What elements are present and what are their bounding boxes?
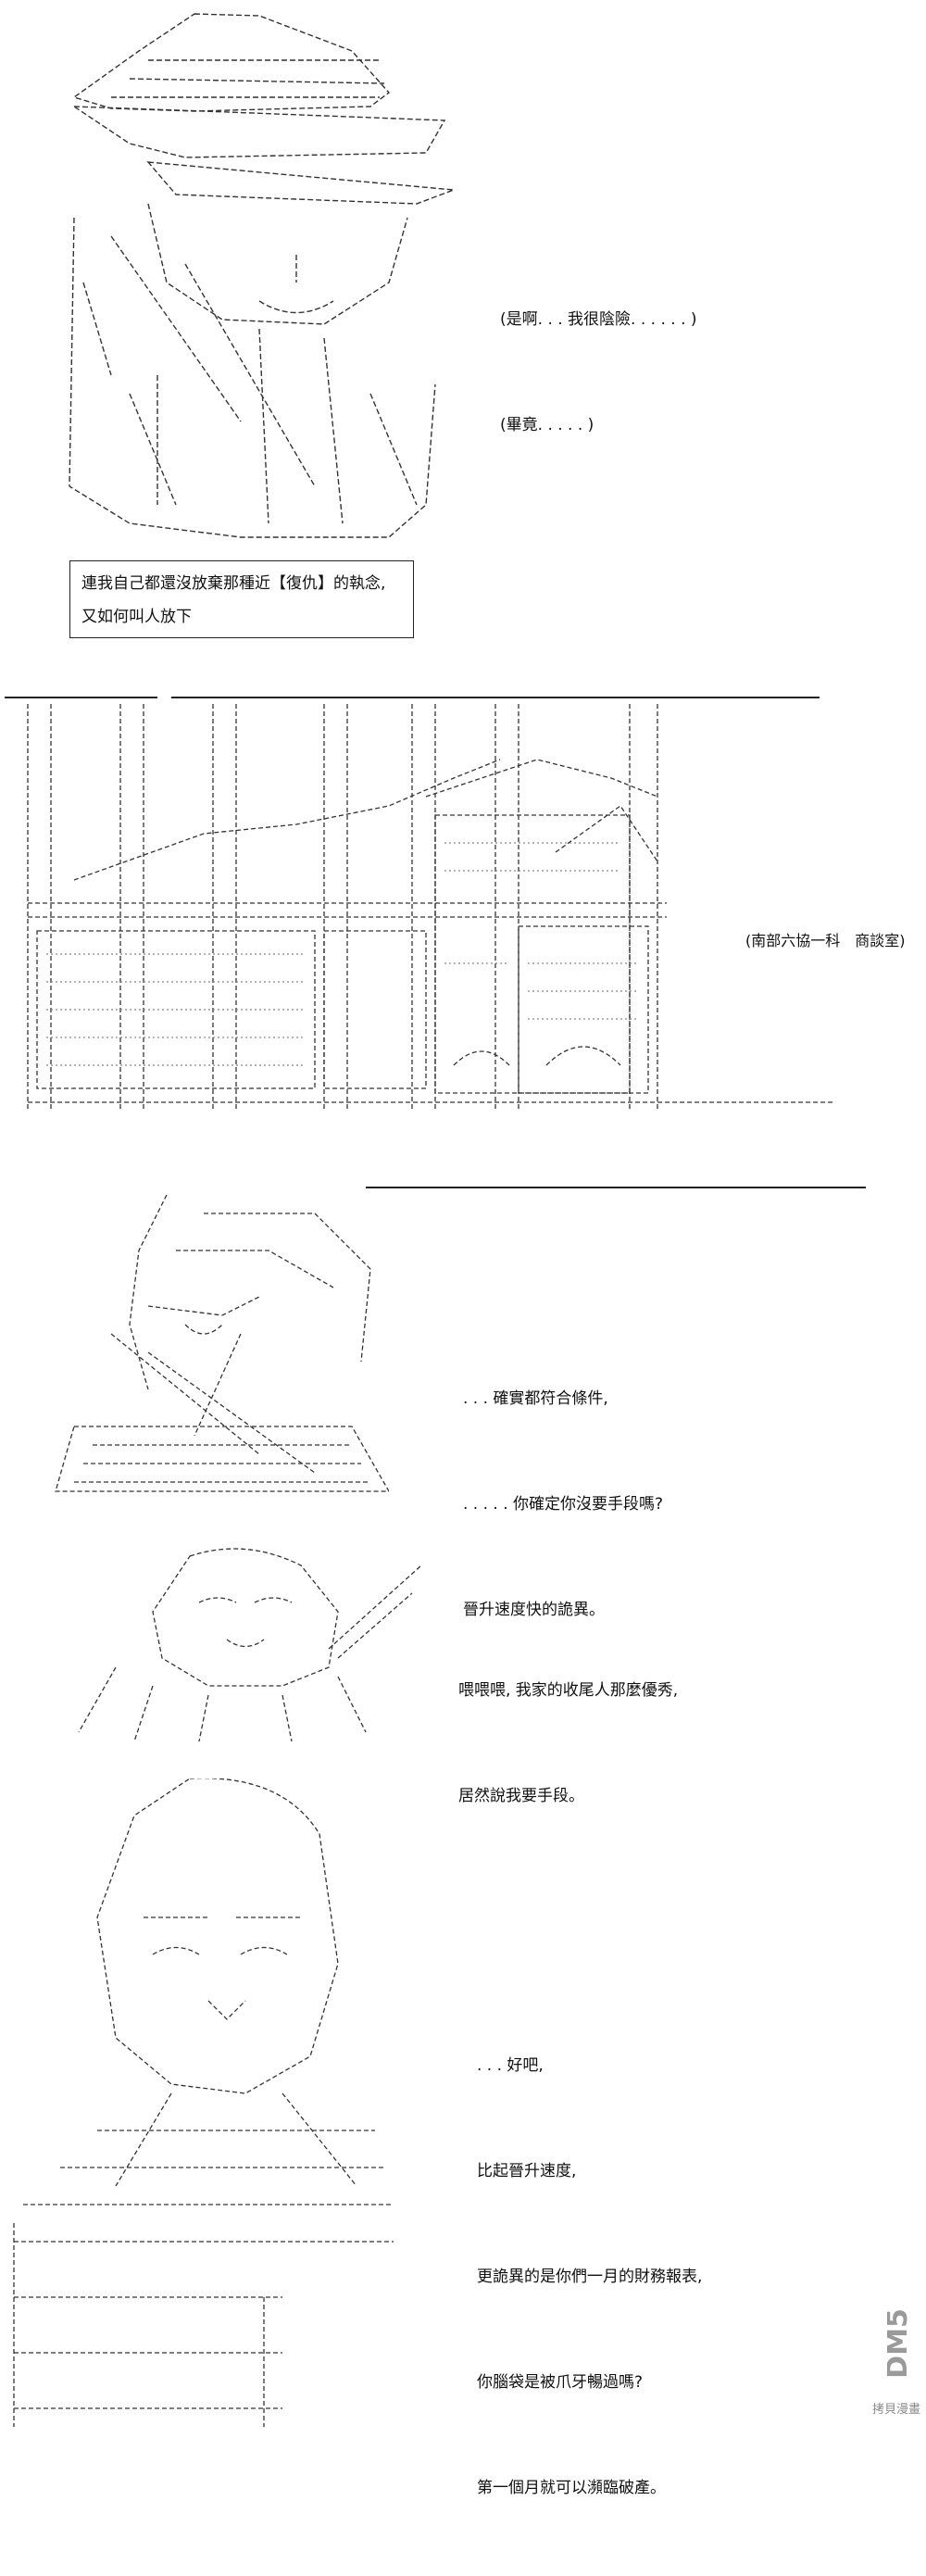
panel-top-rule-left	[5, 697, 157, 698]
thought-dialog: (是啊. . . 我很陰險. . . . . . ) (畢竟. . . . . …	[500, 232, 697, 513]
speech-dialog: . . . 確實都符合條件, . . . . . 你確定你沒要手段嗎? 晉升速度…	[463, 1311, 663, 1698]
speech-dialog: 喂喂喂, 我家的收尾人那麼優秀, 居然說我要手段。	[458, 1602, 678, 1884]
character-small-art	[60, 1538, 431, 1751]
location-caption: (南部六協一科 商談室)	[745, 932, 906, 949]
dialog-line: (畢竟. . . . . )	[500, 416, 594, 434]
dialog-line: 比起晉升速度,	[477, 2162, 577, 2180]
dialog-line: . . . . . 你確定你沒要手段嗎?	[463, 1495, 664, 1514]
dialog-line: 晉升速度快的詭異。	[463, 1601, 605, 1619]
dialog-line: 更詭異的是你們一月的財務報表,	[477, 2268, 703, 2286]
panel-1: (是啊. . . 我很陰險. . . . . . ) (畢竟. . . . . …	[0, 0, 926, 648]
panel-3: . . . 確實都符合條件, . . . . . 你確定你沒要手段嗎? 晉升速度…	[0, 1195, 926, 1619]
dialog-line: 喂喂喂, 我家的收尾人那麼優秀,	[458, 1681, 679, 1700]
character-glasses-art	[5, 1778, 412, 2427]
dialog-line: 你腦袋是被爪牙暢過嗎?	[477, 2373, 644, 2392]
narration-line: 連我自己都還沒放棄那種近【復仇】的執念,	[81, 574, 386, 593]
narration-box: 連我自己都還沒放棄那種近【復仇】的執念, 又如何叫人放下	[69, 560, 414, 638]
dialog-line: . . . 好吧,	[477, 2056, 544, 2075]
character-seated-art	[37, 1195, 389, 1501]
dialog-line: 第一個月就可以瀕臨破產。	[477, 2479, 666, 2497]
narration-line: 又如何叫人放下	[81, 608, 192, 626]
panel-2: (南部六協一科 商談室)	[0, 685, 926, 1195]
panel-5: . . . 好吧, 比起晉升速度, 更詭異的是你們一月的財務報表, 你腦袋是被爪…	[0, 1769, 926, 2497]
character-cap-art	[19, 5, 463, 547]
dialog-line: (是啊. . . 我很陰險. . . . . . )	[500, 310, 697, 329]
svg-text:DM5: DM5	[887, 2308, 914, 2379]
dialog-line: . . . 確實都符合條件,	[463, 1389, 608, 1408]
dialog-line: 居然說我要手段。	[458, 1787, 584, 1805]
watermark-text: 拷貝漫畫	[871, 2403, 920, 2417]
panel-4: 喂喂喂, 我家的收尾人那麼優秀, 居然說我要手段。	[0, 1538, 926, 1805]
window-town-art	[19, 704, 852, 1167]
speech-dialog: . . . 好吧, 比起晉升速度, 更詭異的是你們一月的財務報表, 你腦袋是被爪…	[477, 1978, 702, 2576]
site-watermark-logo: DM5	[882, 2260, 926, 2427]
panel-bottom-rule	[366, 1187, 866, 1188]
panel-top-rule-right	[171, 697, 820, 698]
